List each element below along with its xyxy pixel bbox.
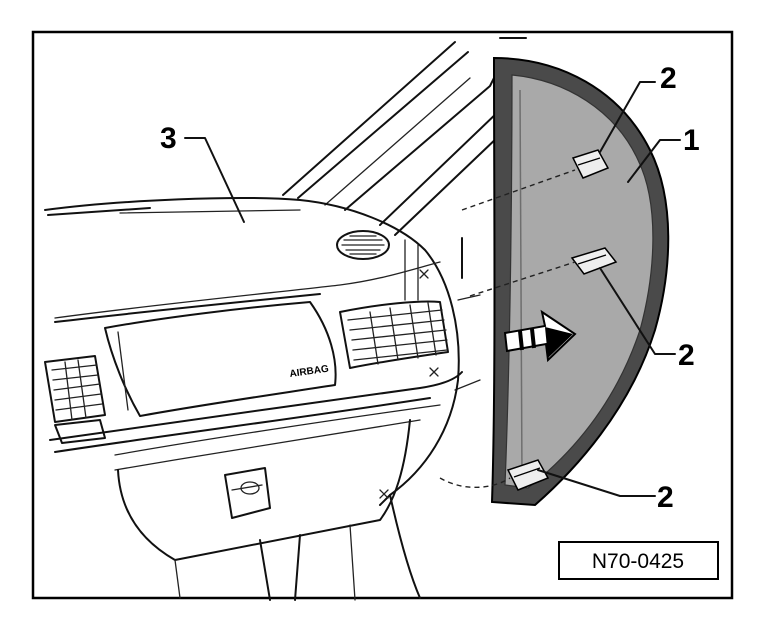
callout-2-middle: 2 <box>678 339 695 372</box>
figure-id: N70-0425 <box>592 550 684 573</box>
round-vent <box>336 230 390 260</box>
alignment-lines <box>379 169 576 499</box>
direction-arrow <box>503 309 577 363</box>
clip-bottom <box>506 459 550 491</box>
callout-2-top: 2 <box>660 62 677 95</box>
clip-middle <box>570 247 618 275</box>
door-frame-lines <box>282 37 527 391</box>
clip-top <box>571 149 610 179</box>
callout-1: 1 <box>683 124 700 157</box>
callout-3: 3 <box>160 122 177 155</box>
left-air-vent <box>44 355 106 444</box>
airbag-label: AIRBAG <box>289 364 330 380</box>
leader-lines <box>184 81 681 497</box>
right-air-vent <box>339 300 449 369</box>
callout-2-bottom: 2 <box>657 481 674 514</box>
side-cover-panel <box>490 56 670 507</box>
figure-id-box <box>558 541 719 580</box>
dashboard <box>44 197 463 601</box>
